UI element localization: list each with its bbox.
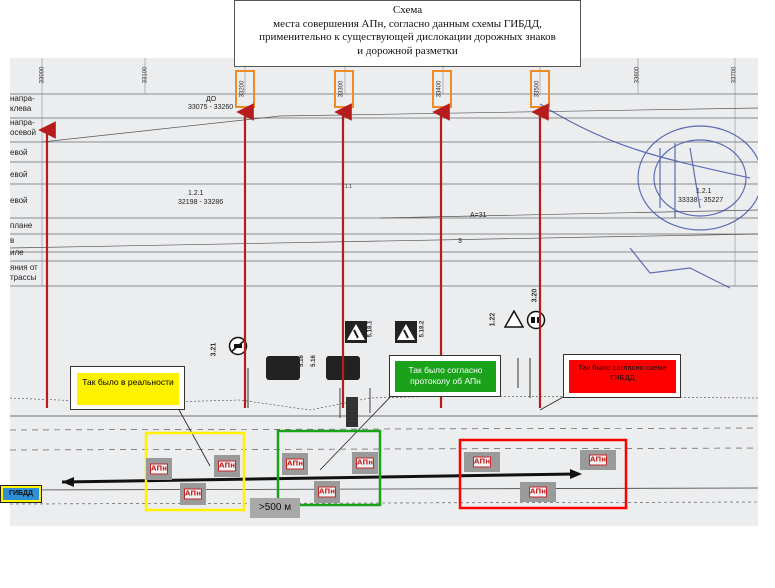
marking-11-label: 1.1 [345, 184, 352, 190]
marking-121-label: 1.2.1 [188, 190, 204, 197]
no-overtaking-end-sign-icon [228, 336, 248, 356]
distance-label: >500 м [250, 498, 300, 518]
row-label: евой [10, 170, 28, 179]
accident-marker-label: АПн [529, 486, 547, 498]
accident-marker: АПн [282, 453, 308, 475]
gibdd-frame [458, 438, 628, 510]
title-line: и дорожной разметки [357, 44, 458, 57]
accident-marker: АПн [314, 481, 340, 503]
accident-marker: АПн [180, 483, 206, 505]
marking-121b-range: 33338 - 35227 [678, 197, 724, 204]
marking-121-range: 32198 - 33286 [178, 199, 224, 206]
car-symbol [346, 397, 358, 427]
gibdd-label-box: Так было согласно схеме ГИБДД [563, 354, 681, 398]
protocol-label: Так было согласно протоколу об АПн [395, 361, 496, 392]
gibdd-badge: ГИБДД [0, 485, 42, 503]
accident-marker: АПн [352, 452, 378, 474]
lane-sign-icon [266, 356, 300, 380]
protocol-frame [276, 429, 382, 507]
row-label: иле [10, 248, 24, 257]
accident-marker-label: АПн [184, 488, 202, 500]
gibdd-label: Так было согласно схеме ГИБДД [569, 360, 676, 393]
children-warning-sign-icon [504, 310, 524, 328]
accident-marker: АПн [580, 450, 616, 470]
marking-do-label: ДО [206, 96, 217, 103]
row-label: евой [10, 196, 28, 205]
protocol-label-box: Так было согласно протоколу об АПн [389, 355, 501, 397]
accident-marker-label: АПн [218, 460, 236, 472]
row-label: напра- [10, 94, 35, 103]
accident-marker-label: АПн [150, 463, 168, 475]
row-label: клева [10, 104, 32, 113]
pedestrian-crossing-sign-icon [345, 321, 367, 343]
reality-label-box: Так было в реальности [70, 366, 185, 410]
row-label: евой [10, 148, 28, 157]
accident-marker: АПн [214, 455, 240, 477]
accident-marker-label: АПн [286, 458, 304, 470]
row-label: в [10, 236, 15, 245]
marking-121b-label: 1.2.1 [696, 188, 712, 195]
title-line: Схема [392, 4, 423, 16]
accident-marker-label: АПн [318, 486, 336, 498]
row-label: осевой [10, 128, 36, 137]
accident-marker: АПн [146, 458, 172, 480]
accident-marker: АПн [464, 452, 500, 472]
accident-marker-label: АПн [589, 454, 607, 466]
row-value-3: 3 [458, 238, 462, 245]
marking-do-range: 33075 - 33260 [188, 104, 234, 111]
row-label: яния от [10, 263, 38, 272]
accident-marker-label: АПн [356, 457, 374, 469]
pedestrian-crossing-sign-icon [395, 321, 417, 343]
accident-marker: АПн [520, 482, 556, 502]
row-label: напра- [10, 118, 35, 127]
gibdd-badge-text: ГИБДД [3, 488, 39, 500]
curve-value: А=31 [470, 212, 487, 219]
scheme-title: Схема места совершения АПн, согласно дан… [234, 0, 581, 67]
title-line: применительно к существующей дислокации … [259, 31, 556, 43]
reality-label: Так было в реальности [77, 373, 179, 405]
row-label: плане [10, 221, 33, 230]
accident-marker-label: АПн [473, 456, 491, 468]
title-line: места совершения АПн, согласно данным сх… [273, 17, 542, 30]
row-label: трассы [10, 273, 37, 282]
